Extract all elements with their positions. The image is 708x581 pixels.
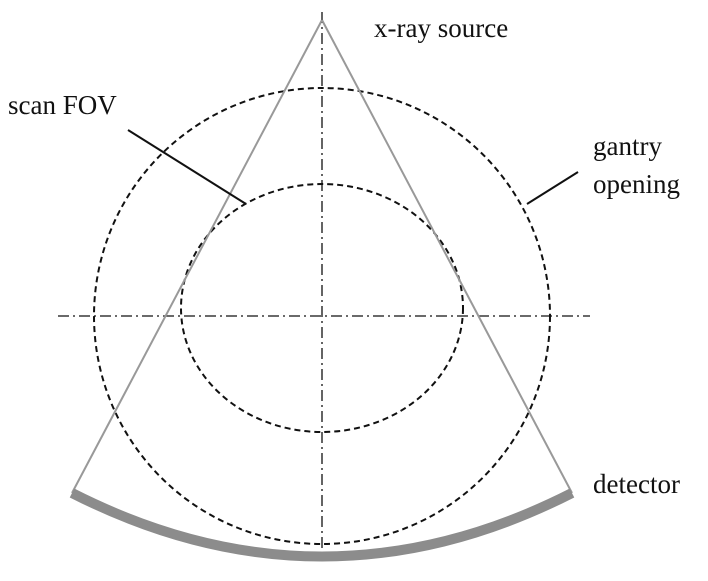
scan-fov-leader-line bbox=[127, 129, 247, 205]
beam-right-edge bbox=[321, 19, 573, 494]
detector-label: detector bbox=[593, 469, 680, 499]
scan-fov-label: scan FOV bbox=[8, 90, 117, 120]
gantry-opening-leader-line bbox=[526, 171, 579, 205]
gantry-opening-label-line1: gantry bbox=[593, 131, 662, 161]
gantry-opening-label-line2: opening bbox=[593, 169, 680, 199]
beam-left-edge bbox=[71, 19, 323, 494]
x-ray-source-label: x-ray source bbox=[374, 13, 508, 43]
scan-fov-circle bbox=[180, 183, 464, 433]
gantry-opening-circle bbox=[93, 87, 551, 545]
detector-arc bbox=[69, 488, 575, 562]
